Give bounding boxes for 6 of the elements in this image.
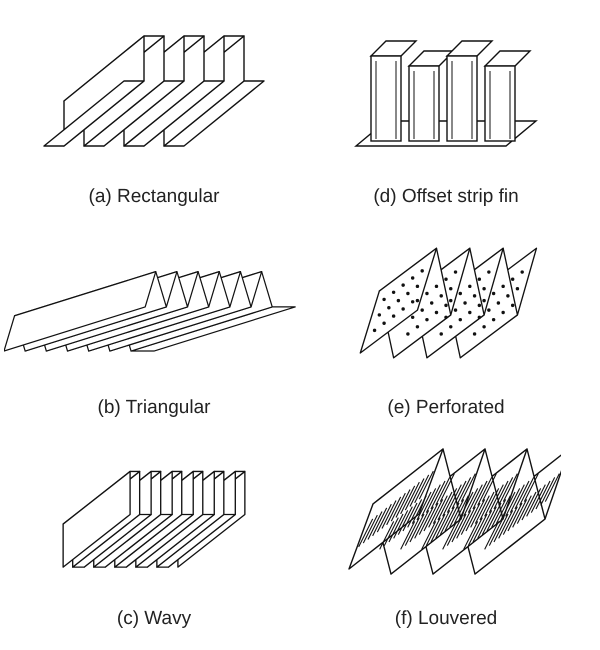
caption: (e) Perforated [387, 396, 505, 420]
caption: (a) Rectangular [88, 184, 220, 209]
caption: (f) Louvered [394, 607, 498, 632]
caption: (b) Triangular [98, 396, 210, 420]
caption: (d) Offset strip fin [373, 184, 519, 209]
caption: (c) Wavy [116, 607, 192, 632]
